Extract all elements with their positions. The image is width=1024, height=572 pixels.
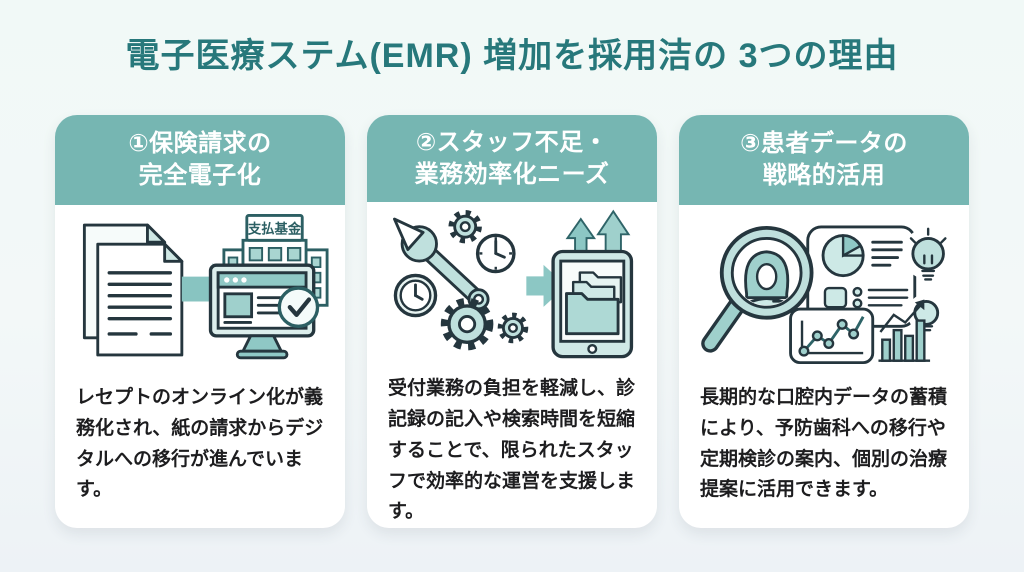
arrow-right-icon <box>526 265 567 308</box>
gear-icon <box>448 210 482 244</box>
payment-fund-sign-label: 支払基金 <box>247 221 302 237</box>
tablet-icon <box>551 250 634 359</box>
gear-icon <box>497 312 529 344</box>
clock-icon <box>393 273 438 318</box>
bar-chart-icon <box>878 299 931 363</box>
card2-header-line2: 業務効率化ニーズ <box>414 160 610 188</box>
documents-icon <box>82 223 184 357</box>
check-circle-icon <box>277 286 320 329</box>
card-patient-data: ③患者データの 戦略的活用 <box>679 115 969 529</box>
page-title: 電子医療ステム(EMR) 増加を採用洁の 3つの理由 <box>125 37 899 75</box>
card-insurance-claims: ①保険請求の 完全電子化 <box>55 115 345 529</box>
card1-header-line2: 完全電子化 <box>138 162 262 190</box>
magnifier-icon <box>701 226 814 353</box>
data-analysis-icon <box>701 225 953 365</box>
card1-body-text: レセプトのオンライン化が義務化され、紙の請求からデジタルへの移行が進んでいます。 <box>76 387 324 501</box>
pie-chart-icon <box>821 234 865 278</box>
card2-header: ②スタッフ不足・ 業務効率化ニーズ <box>367 115 657 203</box>
card3-header-line2: 戦略的活用 <box>762 162 886 190</box>
list-items-icon <box>823 287 909 309</box>
folder-icon <box>565 271 623 336</box>
text-lines-icon <box>871 240 903 267</box>
card3-illustration <box>679 205 969 376</box>
documents-to-online-claim-icon: 支払基金 <box>82 214 329 360</box>
card2-illustration <box>367 202 657 367</box>
card3-header: ③患者データの 戦略的活用 <box>679 115 969 206</box>
clock-icon <box>475 233 516 274</box>
card-staff-efficiency: ②スタッフ不足・ 業務効率化ニーズ <box>367 115 657 529</box>
monitor-icon <box>208 263 320 360</box>
cards-container: ①保険請求の 完全電子化 <box>0 115 1024 529</box>
gear-icon <box>440 298 494 351</box>
lightbulb-icon <box>902 227 953 281</box>
tools-to-digital-files-icon <box>393 209 634 359</box>
card1-header-line1: ①保険請求の <box>128 130 272 158</box>
line-chart-icon <box>789 307 875 365</box>
card2-header-line1: ②スタッフ不足・ <box>415 128 609 156</box>
card3-body-text: 長期的な口腔内データの蓄積により、予防歯科への移行や定期検診の案内、個別の治療提… <box>700 387 948 501</box>
card3-header-line1: ③患者データの <box>740 130 908 158</box>
card2-body-text: 受付業務の負担を軽減し、診記録の記入や検索時間を短縮することで、限られたスタッフ… <box>388 378 636 523</box>
card1-header: ①保険請求の 完全電子化 <box>55 115 345 206</box>
card1-illustration: 支払基金 <box>55 205 345 376</box>
